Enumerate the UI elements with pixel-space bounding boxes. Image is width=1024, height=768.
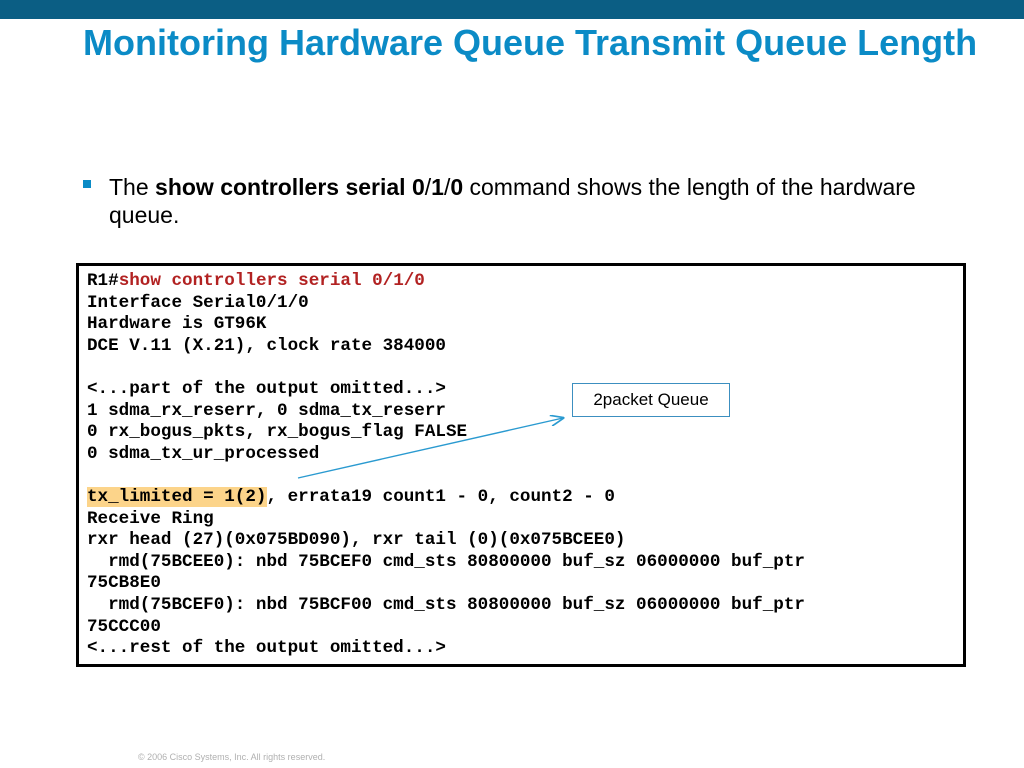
- cli-output-line: rxr head (27)(0x075BD090), rxr tail (0)(…: [87, 530, 626, 551]
- callout-label: 2packet Queue: [572, 383, 730, 417]
- bullet-text: The show controllers serial 0/1/0 comman…: [109, 173, 963, 229]
- bullet-command-bold: show controllers serial 0: [155, 174, 425, 200]
- cli-output-line: <...part of the output omitted...>: [87, 378, 446, 399]
- copyright-footer: © 2006 Cisco Systems, Inc. All rights re…: [138, 752, 326, 762]
- bullet-point: The show controllers serial 0/1/0 comman…: [83, 173, 963, 229]
- tx-limited-rest: , errata19 count1 - 0, count2 - 0: [266, 486, 615, 507]
- cli-output-line: DCE V.11 (X.21), clock rate 384000: [87, 335, 446, 356]
- slide-title: Monitoring Hardware Queue Transmit Queue…: [83, 22, 978, 63]
- cli-output: R1#show controllers serial 0/1/0 Interfa…: [87, 271, 805, 660]
- cli-output-line: 0 sdma_tx_ur_processed: [87, 443, 320, 464]
- cli-output-line: Hardware is GT96K: [87, 314, 267, 335]
- cli-output-line: rmd(75BCEE0): nbd 75BCEF0 cmd_sts 808000…: [108, 551, 805, 572]
- cli-output-line: 0 rx_bogus_pkts, rx_bogus_flag FALSE: [87, 422, 468, 443]
- square-bullet-icon: [83, 180, 91, 188]
- cli-output-lines-top: Interface Serial0/1/0 Hardware is GT96K …: [87, 293, 467, 464]
- cli-output-box: R1#show controllers serial 0/1/0 Interfa…: [76, 263, 966, 667]
- cli-prompt: R1#: [87, 271, 119, 291]
- cli-output-line: Interface Serial0/1/0: [87, 292, 309, 313]
- cli-output-line: 75CB8E0: [87, 573, 161, 594]
- top-bar: [0, 0, 1024, 19]
- bullet-slash-2: /: [443, 174, 451, 200]
- cli-output-line: 75CCC00: [87, 616, 161, 637]
- bullet-prefix: The: [109, 174, 156, 200]
- bullet-suffix: command shows the length of the hardware…: [109, 174, 916, 228]
- bullet-bold-1: 1: [431, 174, 444, 200]
- bullet-slash-1: /: [424, 174, 432, 200]
- cli-output-line: 1 sdma_rx_reserr, 0 sdma_tx_reserr: [87, 400, 446, 421]
- tx-limited-highlight: tx_limited = 1(2): [87, 486, 267, 507]
- cli-output-line: rmd(75BCEF0): nbd 75BCF00 cmd_sts 808000…: [108, 594, 805, 615]
- cli-output-line: Receive Ring: [87, 508, 214, 529]
- bullet-bold-0: 0: [450, 174, 464, 200]
- cli-output-lines-bottom: Receive Ring rxr head (27)(0x075BD090), …: [87, 509, 805, 659]
- cli-output-line: <...rest of the output omitted...>: [87, 638, 446, 659]
- cli-command: show controllers serial 0/1/0: [118, 271, 425, 291]
